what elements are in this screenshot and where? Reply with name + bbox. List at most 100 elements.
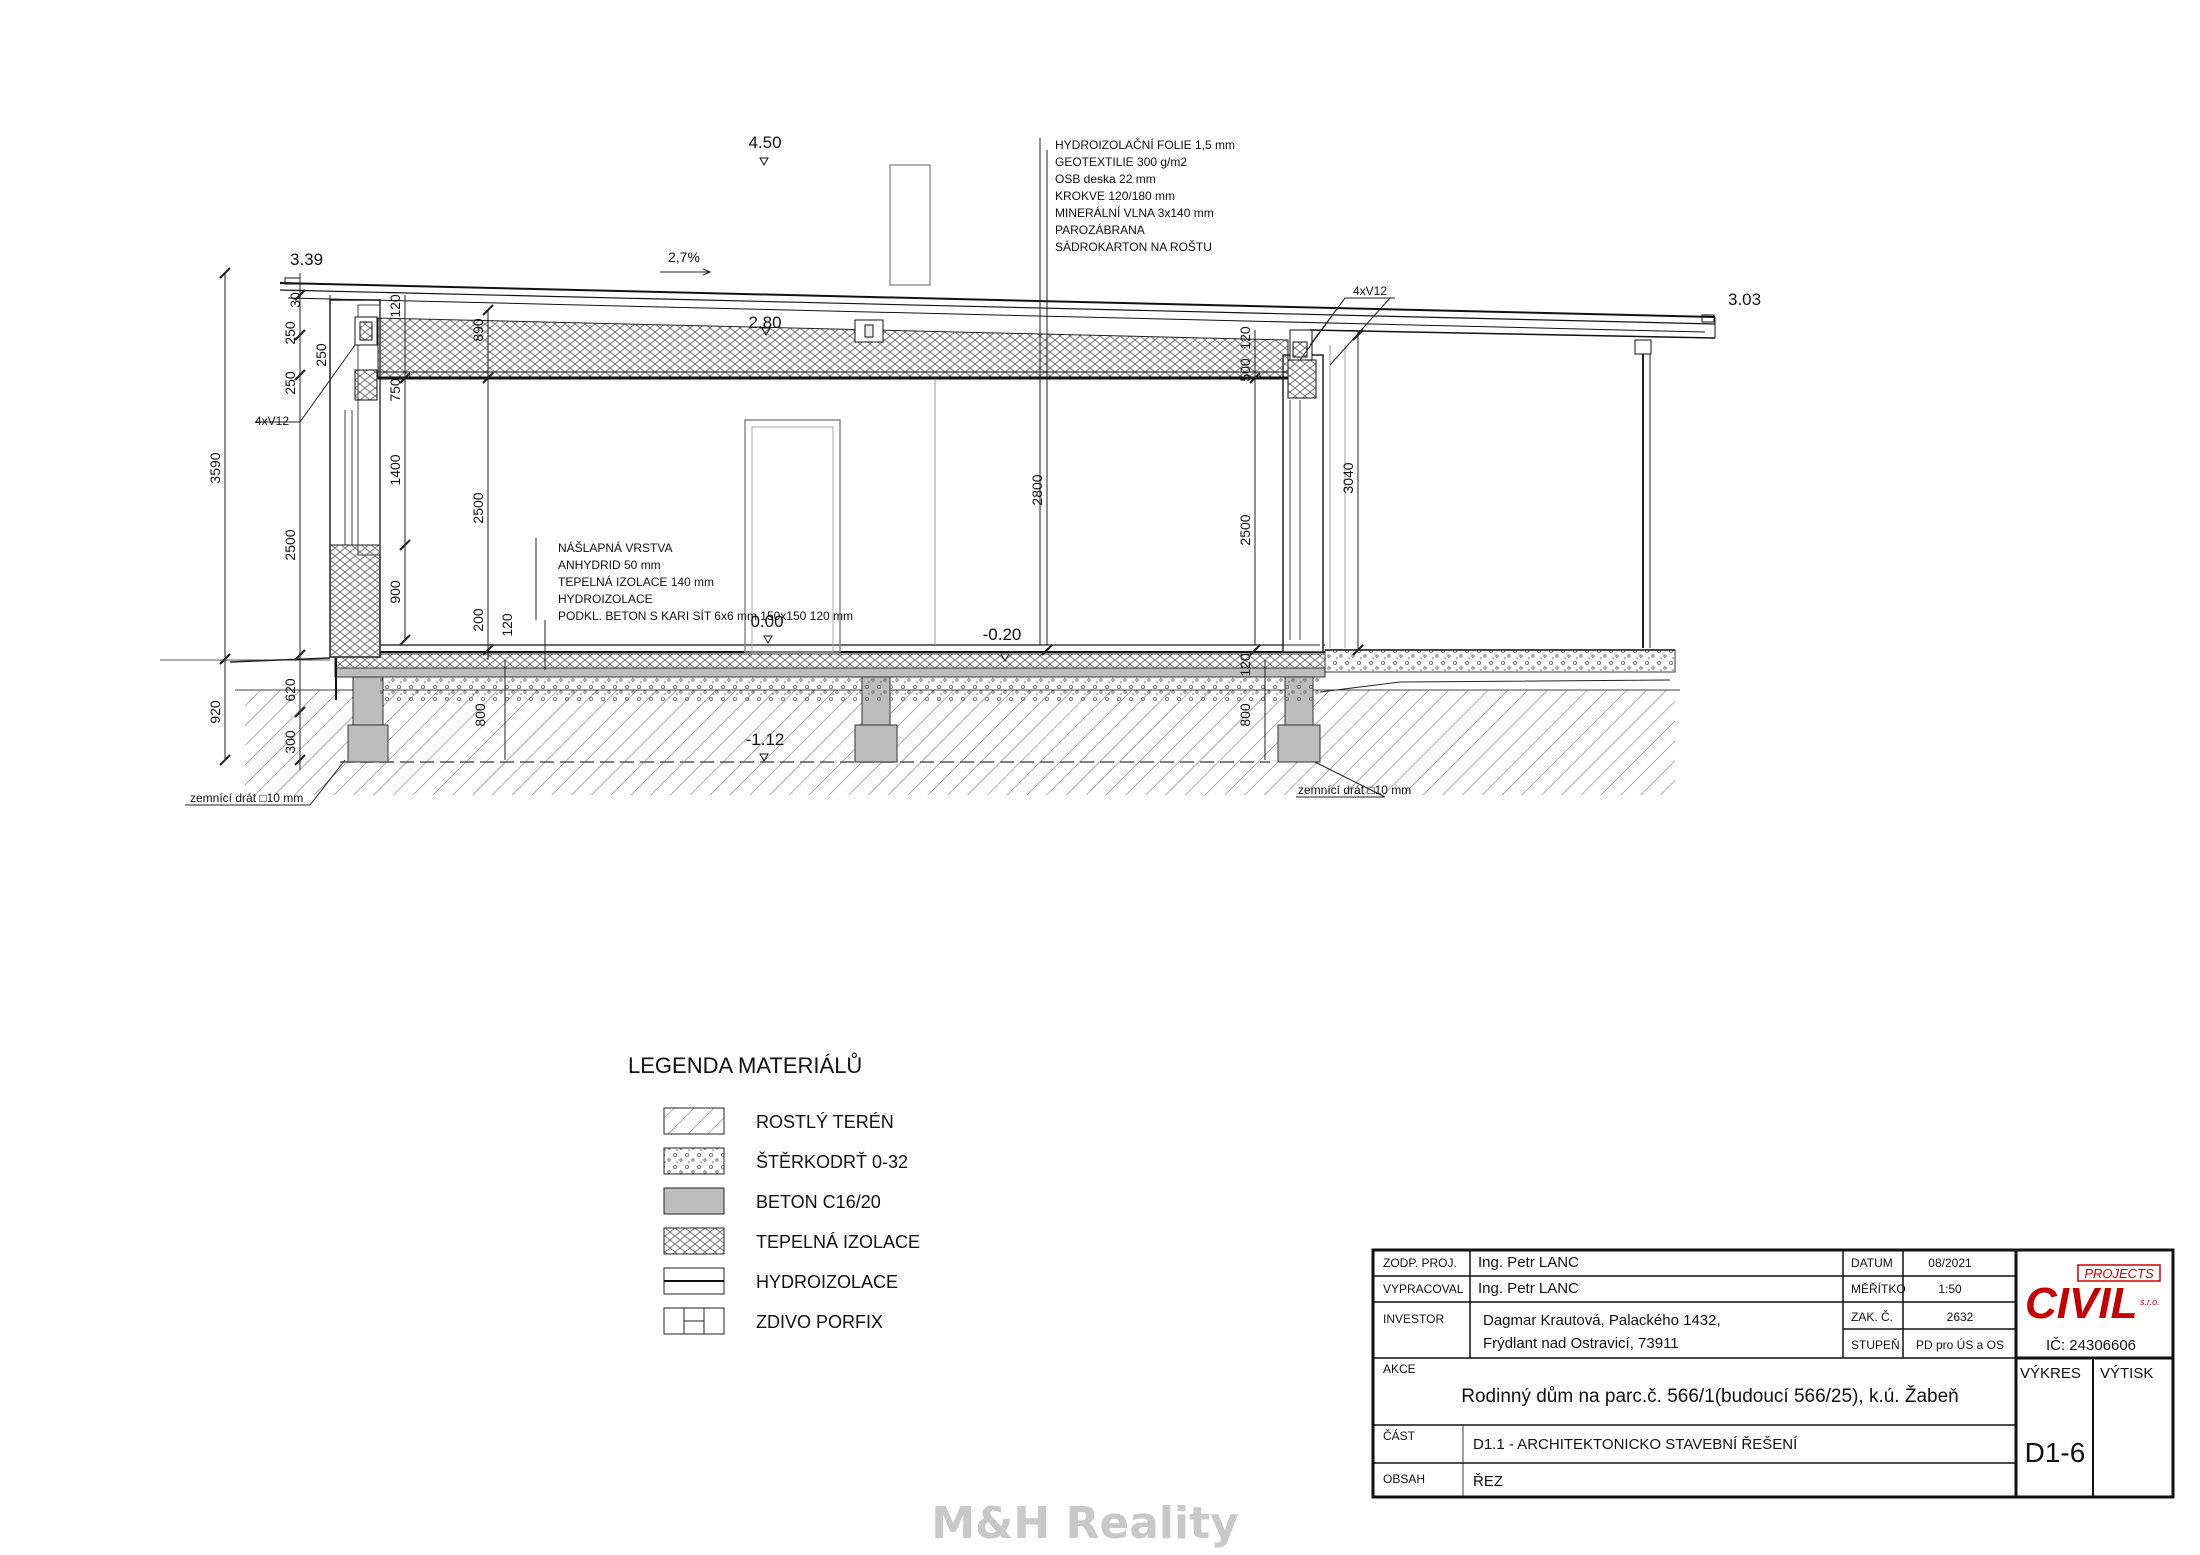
left-wall — [329, 299, 381, 700]
legend-item-terrain: ROSTLÝ TERÉN — [756, 1112, 894, 1132]
dim-200: 200 — [470, 608, 486, 632]
legend-item-insulation: TEPELNÁ IZOLACE — [756, 1232, 920, 1252]
tb-zak-value: 2632 — [1947, 1310, 1974, 1324]
floor-layer-3: TEPELNÁ IZOLACE 140 mm — [558, 574, 714, 589]
dim-250-b: 250 — [282, 371, 298, 395]
tb-zak-label: ZAK. Č. — [1851, 1309, 1893, 1324]
dim-620: 620 — [282, 678, 298, 702]
floor-layer-2: ANHYDRID 50 mm — [558, 558, 661, 572]
level-foundation: -1.12 — [746, 730, 785, 749]
concrete-icon — [663, 1187, 725, 1215]
level-markers — [759, 157, 1010, 763]
gravel-icon — [663, 1147, 725, 1175]
dim-750: 750 — [387, 378, 403, 402]
right-wall — [1282, 329, 1324, 653]
dim-3590: 3590 — [207, 452, 223, 483]
roof-slope: 2,7% — [668, 249, 700, 265]
logo-suffix: s.r.o. — [2140, 1297, 2160, 1307]
floor-layer-4: HYDROIZOLACE — [558, 592, 653, 606]
roof-layer-5: MINERÁLNÍ VLNA 3x140 mm — [1055, 205, 1214, 220]
tb-vypracoval-label: VYPRACOVAL — [1383, 1282, 1464, 1296]
dim-920: 920 — [207, 700, 223, 724]
tb-meritko-value: 1:50 — [1938, 1282, 1962, 1296]
dim-250-a: 250 — [282, 321, 298, 345]
tb-vypracoval-value: Ing. Petr LANC — [1478, 1280, 1579, 1297]
watermark: M&H Reality — [931, 1498, 1239, 1549]
ground-wire-right-label: zemnící drát □10 mm — [1298, 783, 1411, 797]
tb-cast-label: ČÁST — [1383, 1428, 1416, 1443]
tb-datum-label: DATUM — [1851, 1256, 1893, 1270]
logo-main: CIVIL — [2025, 1279, 2137, 1328]
legend-item-waterproofing: HYDROIZOLACE — [756, 1272, 898, 1292]
tb-akce-value: Rodinný dům na parc.č. 566/1(budoucí 566… — [1461, 1385, 1958, 1407]
tb-zodp-label: ZODP. PROJ. — [1383, 1256, 1457, 1270]
rebar-right-label: 4xV12 — [1353, 284, 1387, 298]
interior-door — [744, 380, 936, 653]
level-left-eave: 3.39 — [290, 250, 323, 269]
masonry-icon — [663, 1307, 725, 1335]
rebar-left-label: 4xV12 — [255, 414, 289, 428]
waterproofing-icon — [663, 1267, 725, 1295]
tb-obsah-label: OBSAH — [1383, 1472, 1425, 1486]
tb-drawing-number: D1-6 — [2025, 1437, 2086, 1468]
dim-2500-right: 2500 — [1237, 514, 1253, 545]
dim-900: 900 — [387, 580, 403, 604]
roof-layer-2: GEOTEXTILIE 300 g/m2 — [1055, 155, 1187, 169]
tb-vytisk-label: VÝTISK — [2100, 1365, 2153, 1382]
materials-legend: LEGENDA MATERIÁLŮ ROSTLÝ TERÉN ŠTĚRKODRŤ… — [628, 1053, 920, 1335]
tb-stupen-label: STUPEŇ — [1851, 1337, 1900, 1352]
dim-120-b: 120 — [499, 613, 515, 637]
dimension-lines — [160, 150, 1364, 770]
insulation-icon — [663, 1227, 725, 1255]
dim-2500-left: 2500 — [282, 529, 298, 560]
dim-300: 300 — [282, 730, 298, 754]
legend-title: LEGENDA MATERIÁLŮ — [628, 1053, 862, 1078]
dim-3040: 3040 — [1340, 462, 1356, 493]
tb-akce-label: AKCE — [1383, 1362, 1416, 1376]
dim-2500-mid: 2500 — [470, 492, 486, 523]
level-ceiling: 2.80 — [748, 313, 781, 332]
legend-item-masonry: ZDIVO PORFIX — [756, 1312, 883, 1332]
roof-layer-3: OSB deska 22 mm — [1055, 172, 1156, 186]
dim-30: 30 — [287, 292, 303, 308]
tb-obsah-value: ŘEZ — [1473, 1473, 1503, 1490]
company-logo: PROJECTS CIVIL s.r.o. — [2025, 1264, 2161, 1328]
level-top: 4.50 — [748, 133, 781, 152]
title-block: ZODP. PROJ. Ing. Petr LANC VYPRACOVAL In… — [1371, 1248, 2175, 1499]
roof-layer-7: SÁDROKARTON NA ROŠTU — [1055, 239, 1212, 254]
level-right-eave: 3.03 — [1728, 290, 1761, 309]
legend-item-concrete: BETON C16/20 — [756, 1192, 881, 1212]
hatch-diagonal-icon — [663, 1107, 725, 1135]
tb-investor-line1: Dagmar Krautová, Palackého 1432, — [1483, 1312, 1721, 1329]
ground-wire-left-label: zemnící drát □10 mm — [190, 791, 303, 805]
roof-structure — [279, 164, 1716, 648]
roof-layer-1: HYDROIZOLAČNÍ FOLIE 1,5 mm — [1055, 137, 1235, 152]
tb-investor-label: INVESTOR — [1383, 1312, 1444, 1326]
level-floor: 0.00 — [750, 612, 783, 631]
tb-ic: IČ: 24306606 — [2046, 1337, 2136, 1354]
tb-zodp-value: Ing. Petr LANC — [1478, 1254, 1579, 1271]
dim-120-d: 120 — [1237, 653, 1253, 677]
tb-investor-line2: Frýdlant nad Ostravicí, 73911 — [1483, 1335, 1679, 1352]
tb-stupen-value: PD pro ÚS a OS — [1916, 1337, 2004, 1352]
floor-layer-1: NÁŠLAPNÁ VRSTVA — [558, 540, 672, 555]
reinforcement-labels: 4xV12 4xV12 zemnící drát □10 mm zemnící … — [190, 284, 1411, 805]
dim-500: 500 — [1237, 358, 1253, 382]
dim-800-right: 800 — [1237, 703, 1253, 727]
tb-datum-value: 08/2021 — [1928, 1256, 1972, 1270]
tb-cast-value: D1.1 - ARCHITEKTONICKO STAVEBNÍ ŘEŠENÍ — [1473, 1436, 1798, 1453]
leader-lines — [185, 138, 1395, 806]
floor-layer-5: PODKL. BETON S KARI SÍT 6x6 mm 150x150 1… — [558, 608, 853, 623]
dim-1400: 1400 — [387, 454, 403, 485]
dim-800-left: 800 — [472, 703, 488, 727]
dim-2800: 2800 — [1029, 474, 1045, 505]
roof-layer-4: KROKVE 120/180 mm — [1055, 189, 1175, 203]
dim-250-c: 250 — [313, 343, 329, 367]
level-labels: 4.50 3.39 3.03 2.80 0.00 -0.20 -1.12 2,7… — [290, 133, 1761, 749]
ground-terrain — [229, 657, 1680, 795]
dimension-values: 3590 920 2500 250 250 620 300 30 250 120… — [207, 292, 1356, 754]
dim-890: 890 — [470, 318, 486, 342]
dim-120-c: 120 — [1237, 326, 1253, 350]
tb-vykres-label: VÝKRES — [2020, 1365, 2081, 1382]
